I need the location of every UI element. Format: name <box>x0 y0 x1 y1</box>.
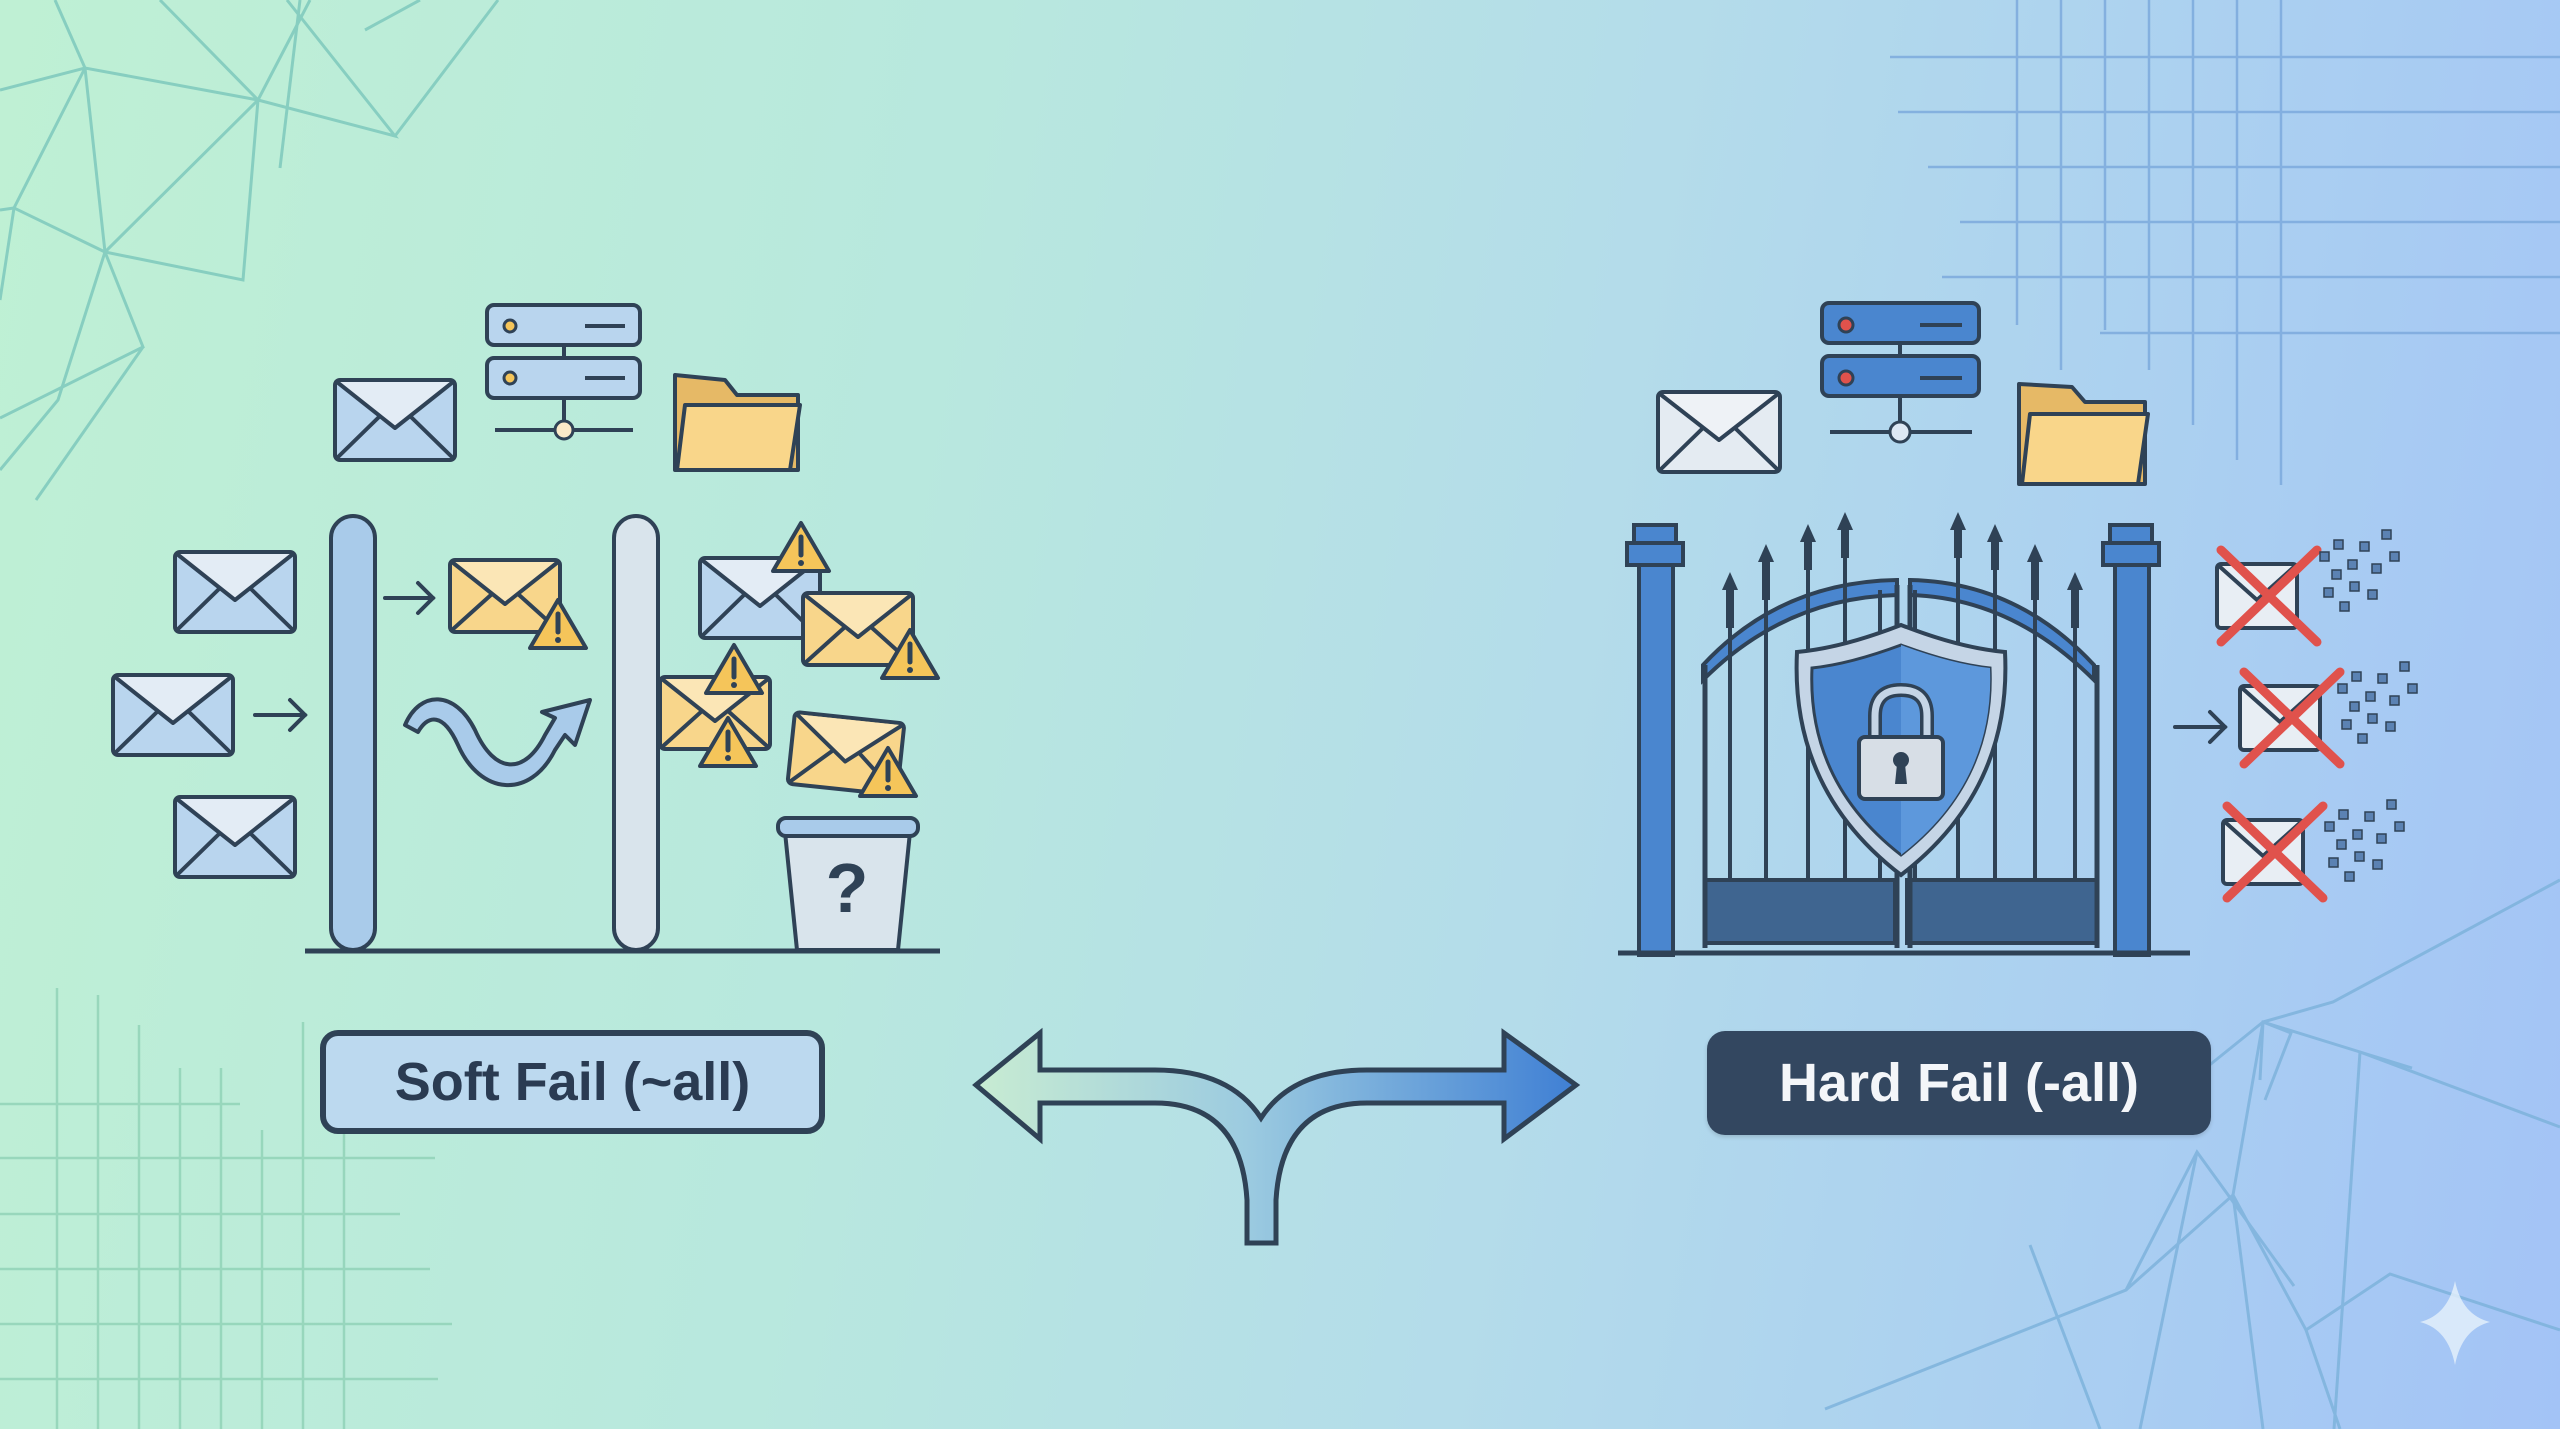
arrow-right-icon <box>2173 710 2228 744</box>
network-lines-top-left <box>0 0 500 501</box>
gate-icon <box>1618 512 2190 957</box>
hard-fail-label-text: Hard Fail (-all) <box>1778 1053 2140 1113</box>
folder-icon <box>673 373 802 472</box>
wavy-arrow <box>403 697 592 788</box>
server-icon <box>485 303 642 441</box>
server-icon <box>1820 301 1981 444</box>
arrow-right-icon <box>253 698 308 732</box>
trash-bin-icon <box>776 816 920 952</box>
hard-fail-label: Hard Fail (-all) <box>1707 1031 2211 1135</box>
grid-bottom-left <box>0 988 452 1429</box>
question-mark: ? <box>826 849 869 927</box>
soft-fail-label-text: Soft Fail (~all) <box>394 1052 751 1112</box>
shield-lock-icon <box>1794 622 2008 878</box>
arrow-right-icon <box>383 581 436 615</box>
folder-icon <box>2017 382 2150 486</box>
soft-fail-label: Soft Fail (~all) <box>320 1030 825 1134</box>
grid-top-right <box>1890 0 2560 485</box>
sparkle-icon <box>2420 1281 2490 1365</box>
